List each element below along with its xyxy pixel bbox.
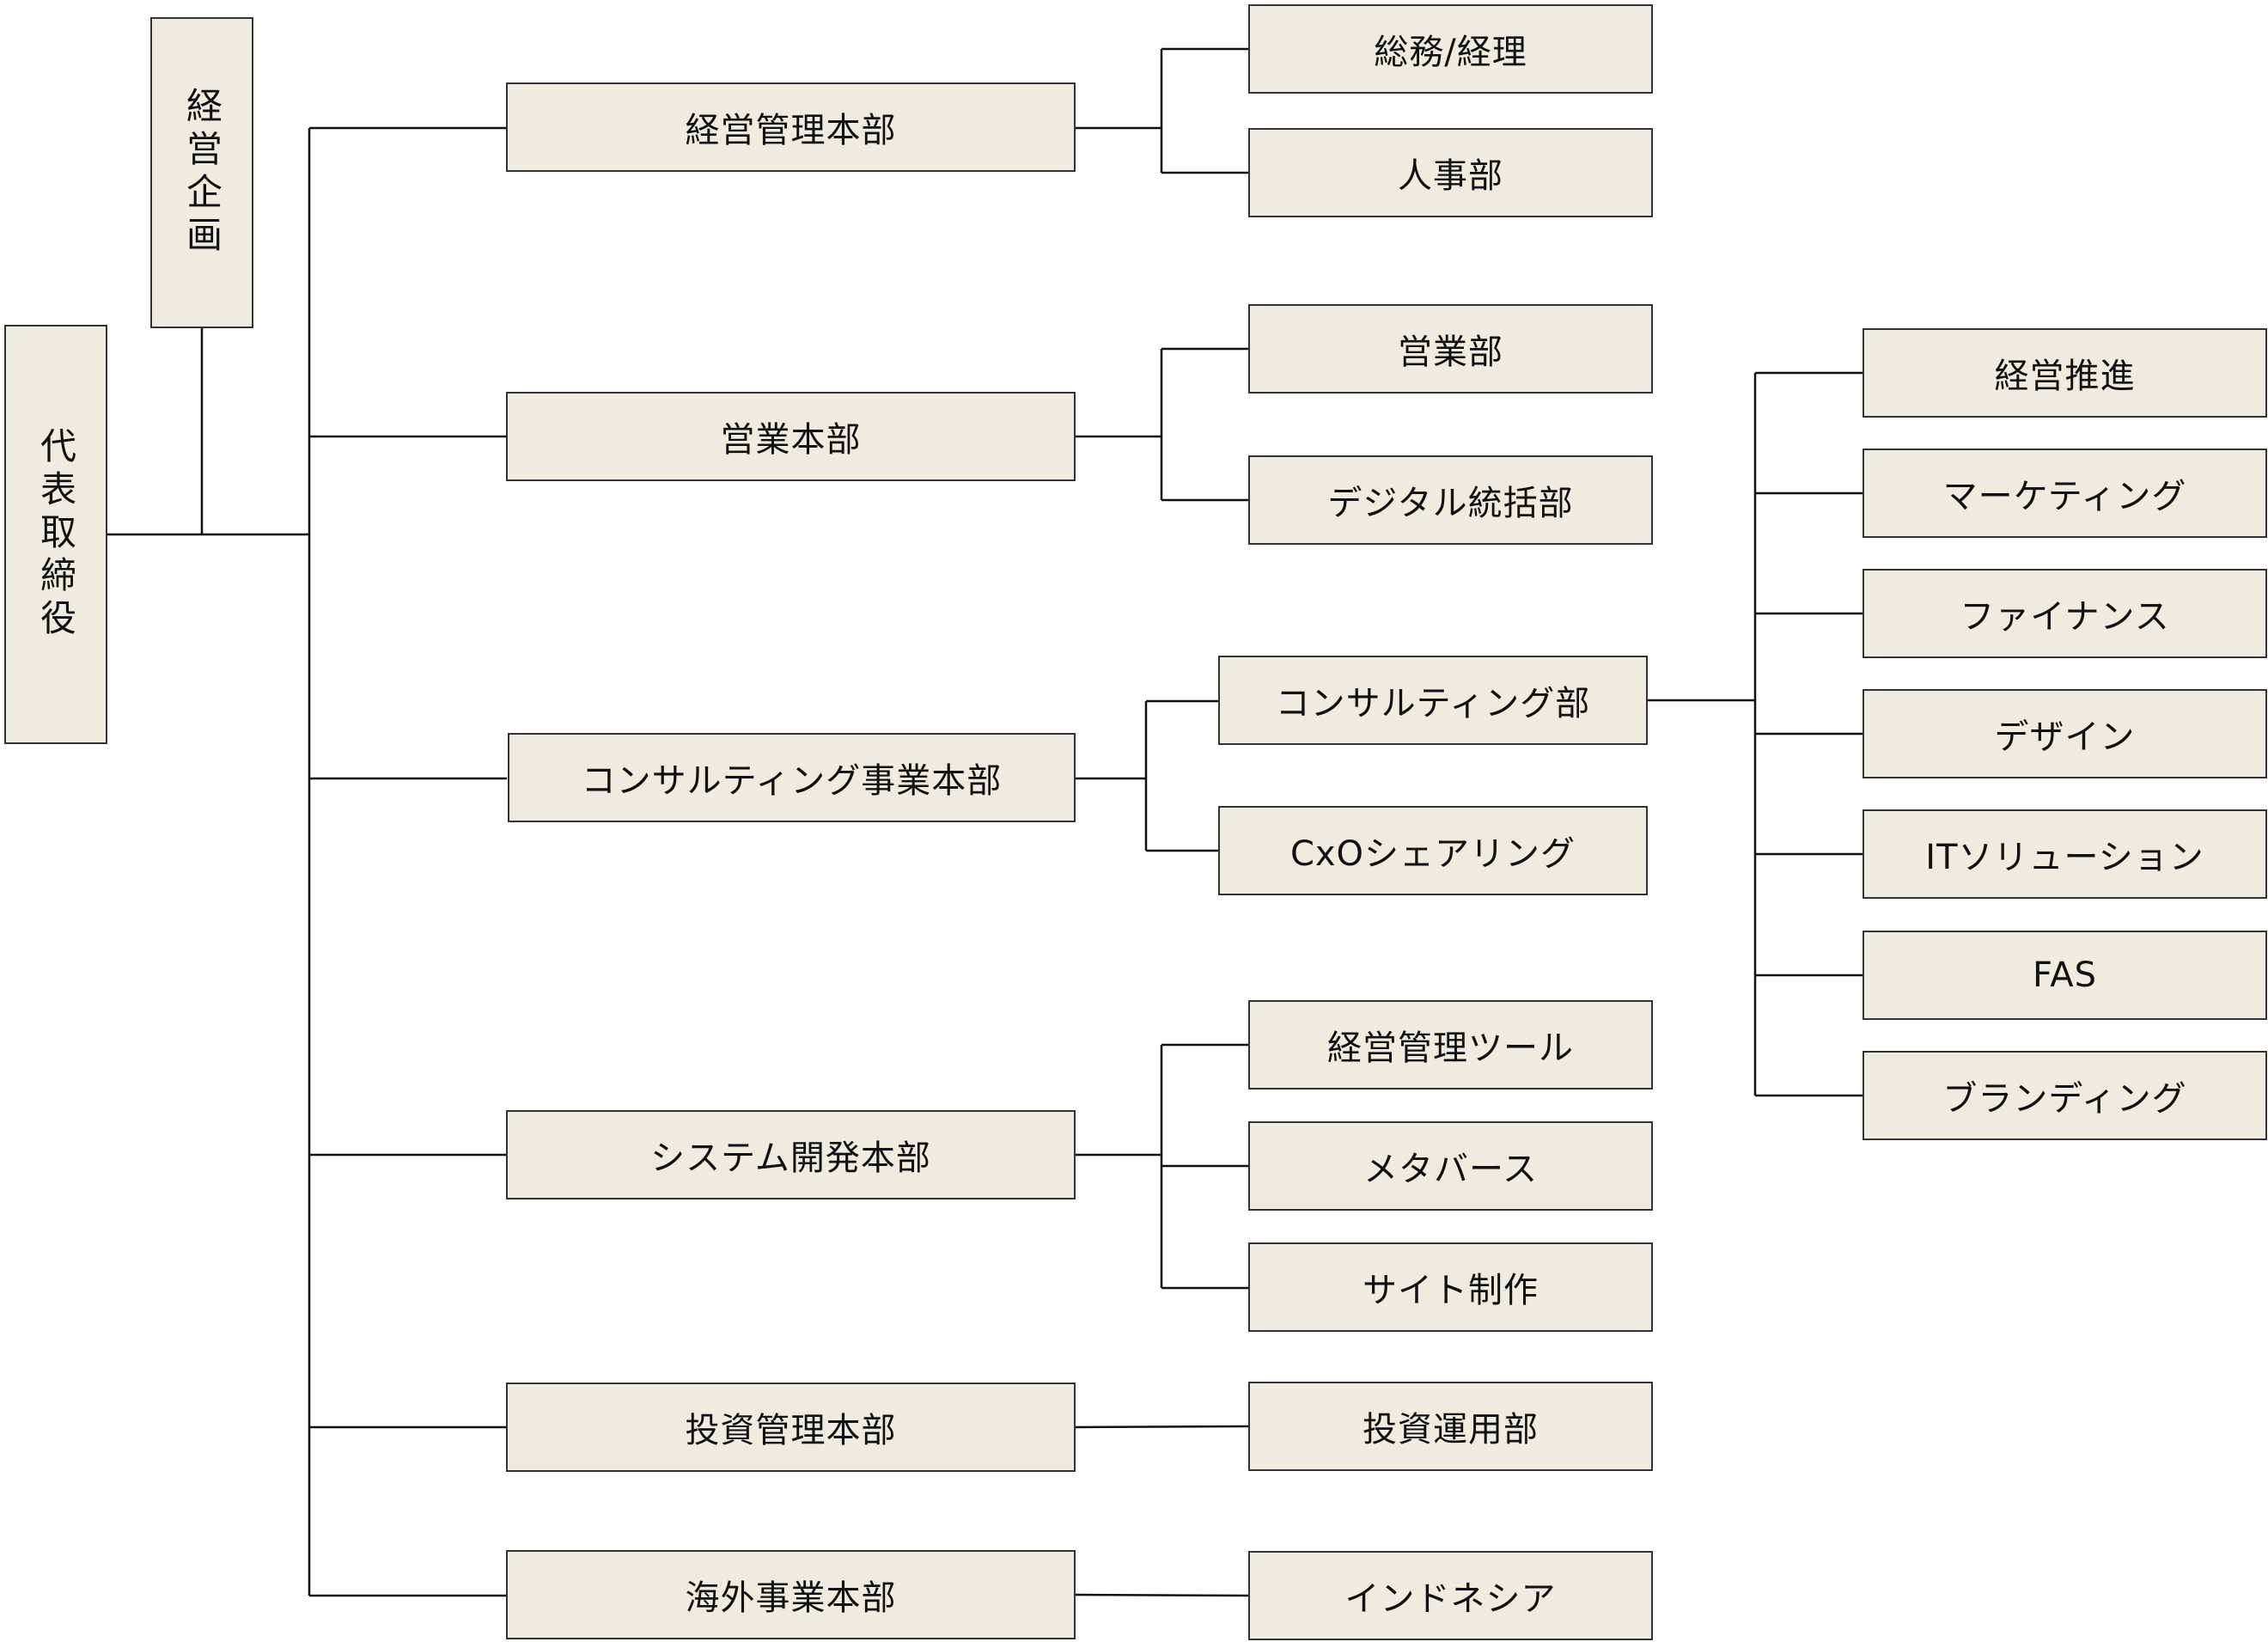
dept-general-affairs: 総務/経理 <box>1248 4 1653 94</box>
division-consulting: コンサルティング事業本部 <box>508 733 1076 822</box>
dept-indonesia: インドネシア <box>1248 1551 1653 1640</box>
division-mgmt: 経営管理本部 <box>506 82 1076 172</box>
dept-sales: 営業部 <box>1248 304 1653 394</box>
team-design: デザイン <box>1863 689 2267 778</box>
ceo-box: 代表取締役 <box>4 325 107 744</box>
dept-metaverse: メタバース <box>1248 1121 1653 1211</box>
team-marketing: マーケティング <box>1863 449 2267 538</box>
team-branding: ブランディング <box>1863 1051 2267 1140</box>
team-mgmt-promo: 経営推進 <box>1863 328 2267 418</box>
planning-box: 経営企画 <box>150 17 253 328</box>
dept-digital: デジタル統括部 <box>1248 455 1653 545</box>
division-sales: 営業本部 <box>506 392 1076 481</box>
dept-site: サイト制作 <box>1248 1242 1653 1332</box>
division-overseas: 海外事業本部 <box>506 1550 1076 1639</box>
team-fas: FAS <box>1863 931 2267 1020</box>
dept-invest-ops: 投資運用部 <box>1248 1382 1653 1471</box>
division-invest: 投資管理本部 <box>506 1383 1076 1472</box>
dept-mgmt-tool: 経営管理ツール <box>1248 1000 1653 1090</box>
dept-hr: 人事部 <box>1248 128 1653 217</box>
dept-consulting: コンサルティング部 <box>1218 656 1648 745</box>
team-finance: ファイナンス <box>1863 569 2267 658</box>
division-system: システム開発本部 <box>506 1110 1076 1199</box>
dept-cxo-sharing: CxOシェアリング <box>1218 806 1648 895</box>
team-it-solution: ITソリューション <box>1863 809 2267 899</box>
